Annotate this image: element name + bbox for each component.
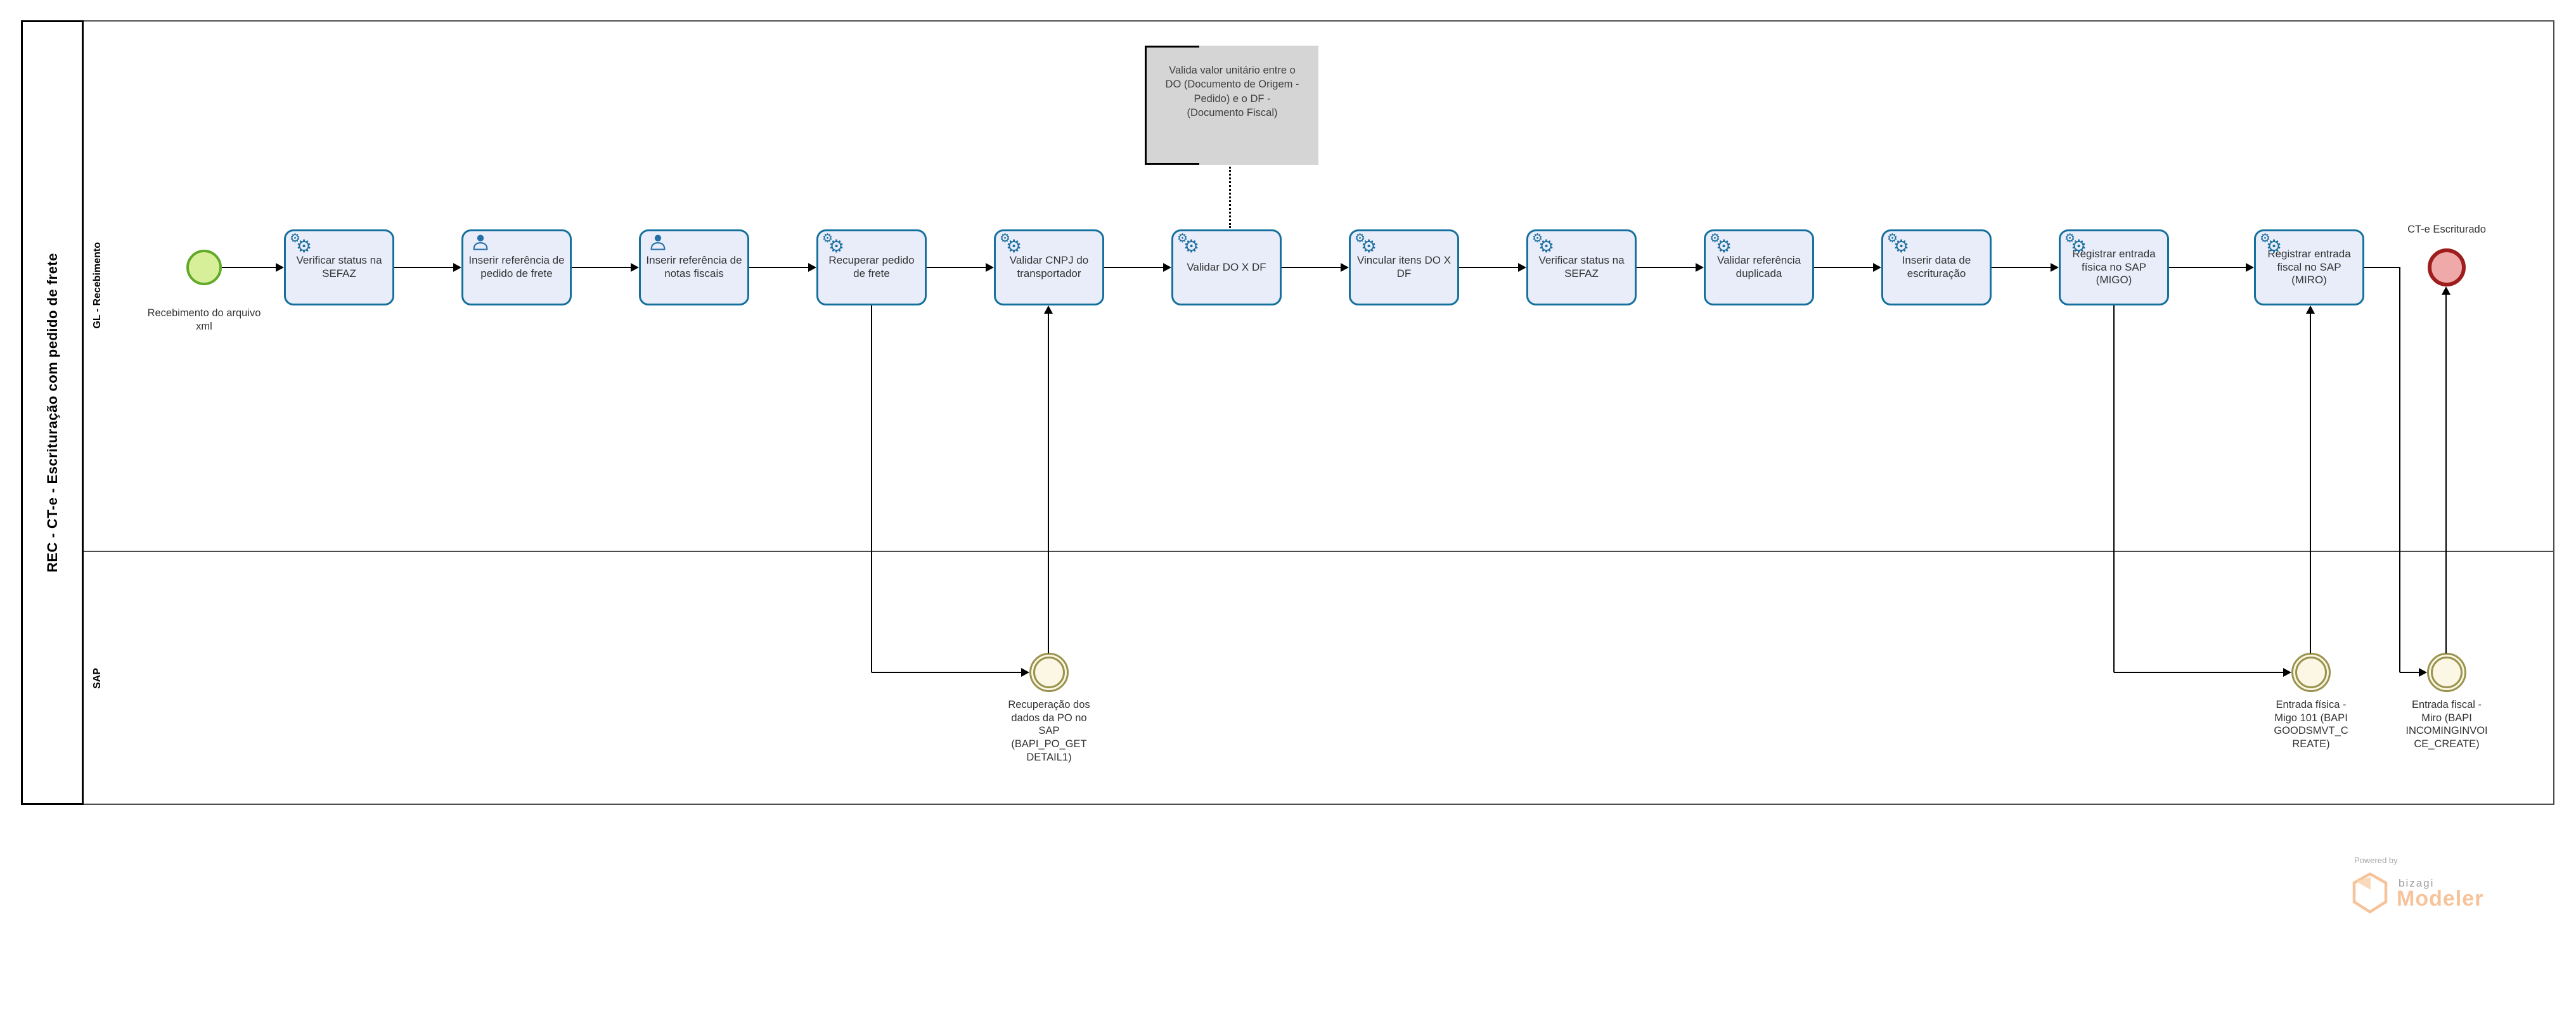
arrowhead-icon bbox=[2246, 263, 2254, 272]
arrowhead-icon bbox=[631, 263, 639, 272]
intermediate-event-label: Entrada fiscal - Miro (BAPI INCOMINGINVO… bbox=[2405, 699, 2488, 750]
sequence-flow bbox=[872, 672, 1021, 673]
sequence-flow bbox=[1459, 267, 1518, 268]
arrowhead-icon bbox=[986, 263, 994, 272]
association-dotted-line bbox=[1229, 167, 1231, 228]
powered-by-label: Powered by bbox=[2354, 856, 2398, 865]
task-validar-referencia-duplicada[interactable]: ⚙⚙ Validar referência duplicada bbox=[1704, 229, 1814, 305]
arrowhead-icon bbox=[1341, 263, 1349, 272]
sequence-flow bbox=[1282, 267, 1341, 268]
sequence-flow bbox=[2310, 314, 2311, 653]
end-event-label: CT-e Escriturado bbox=[2407, 224, 2486, 235]
intermediate-event-label: Entrada física - Migo 101 (BAPI GOODSMVT… bbox=[2274, 699, 2348, 750]
task-label: Inserir data de escrituração bbox=[1902, 254, 1971, 279]
task-label: Inserir referência de notas fiscais bbox=[646, 254, 742, 279]
service-task-gears-icon: ⚙⚙ bbox=[1177, 231, 1200, 257]
arrowhead-icon bbox=[1518, 263, 1526, 272]
lane-sap: SAP bbox=[85, 552, 110, 805]
intermediate-event-entrada-fisica-migo[interactable] bbox=[2291, 653, 2331, 692]
task-registrar-entrada-fisica-migo[interactable]: ⚙⚙ Registrar entrada física no SAP (MIGO… bbox=[2059, 229, 2169, 305]
sequence-flow bbox=[2113, 305, 2115, 672]
task-verificar-status-na-sefaz-1[interactable]: ⚙⚙ Verificar status na SEFAZ bbox=[284, 229, 394, 305]
arrowhead-icon bbox=[808, 263, 816, 272]
double-circle-inner bbox=[1033, 657, 1065, 688]
sequence-flow bbox=[572, 267, 631, 268]
task-label: Registrar entrada fiscal no SAP (MIRO) bbox=[2267, 247, 2351, 286]
arrowhead-icon bbox=[1696, 263, 1704, 272]
task-inserir-referencia-pedido-frete[interactable]: Inserir referência de pedido de frete bbox=[461, 229, 572, 305]
arrowhead-icon bbox=[453, 263, 461, 272]
task-inserir-data-de-escrituracao[interactable]: ⚙⚙ Inserir data de escrituração bbox=[1881, 229, 1992, 305]
task-inserir-referencia-notas-fiscais[interactable]: Inserir referência de notas fiscais bbox=[639, 229, 749, 305]
bizagi-hexagon-icon bbox=[2352, 872, 2388, 917]
double-circle-inner bbox=[2295, 657, 2327, 688]
arrowhead-icon bbox=[2419, 668, 2427, 677]
task-label: Validar CNPJ do transportador bbox=[1009, 254, 1089, 279]
sequence-flow bbox=[2169, 267, 2246, 268]
sequence-flow bbox=[222, 267, 276, 268]
sequence-flow bbox=[871, 305, 872, 672]
sequence-flow bbox=[394, 267, 453, 268]
lane-label: SAP bbox=[92, 668, 103, 689]
intermediate-event-recuperacao-po[interactable] bbox=[1029, 653, 1069, 692]
arrowhead-icon bbox=[276, 263, 284, 272]
sequence-flow bbox=[749, 267, 808, 268]
double-circle-inner bbox=[2431, 657, 2463, 688]
sequence-flow bbox=[1814, 267, 1873, 268]
task-label: Validar DO X DF bbox=[1187, 260, 1266, 273]
intermediate-event-label: Recuperação dos dados da PO no SAP (BAPI… bbox=[1008, 699, 1090, 763]
bizagi-brand-label: bizagi bbox=[2399, 877, 2435, 889]
sequence-flow bbox=[1048, 314, 1049, 653]
task-label: Verificar status na SEFAZ bbox=[1538, 254, 1625, 279]
sequence-flow bbox=[1104, 267, 1163, 268]
arrowhead-icon bbox=[2051, 263, 2059, 272]
task-label: Validar referência duplicada bbox=[1717, 254, 1801, 279]
task-verificar-status-na-sefaz-2[interactable]: ⚙⚙ Verificar status na SEFAZ bbox=[1526, 229, 1637, 305]
pool-title: REC - CT-e - Escrituração com pedido de … bbox=[44, 252, 60, 573]
task-vincular-itens-do-x-df[interactable]: ⚙⚙ Vincular itens DO X DF bbox=[1349, 229, 1459, 305]
annotation-text: Valida valor unitário entre o DO (Docume… bbox=[1165, 65, 1299, 119]
arrowhead-icon bbox=[1021, 668, 1029, 677]
arrowhead-icon bbox=[2442, 286, 2450, 295]
task-label: Recuperar pedido de frete bbox=[828, 254, 915, 279]
task-registrar-entrada-fiscal-miro[interactable]: ⚙⚙ Registrar entrada fiscal no SAP (MIRO… bbox=[2254, 229, 2364, 305]
arrowhead-icon bbox=[1163, 263, 1171, 272]
task-validar-do-x-df[interactable]: ⚙⚙ Validar DO X DF bbox=[1171, 229, 1282, 305]
arrowhead-icon bbox=[1044, 305, 1053, 314]
modeler-product-label: Modeler bbox=[2397, 887, 2484, 911]
task-recuperar-pedido-de-frete[interactable]: ⚙⚙ Recuperar pedido de frete bbox=[816, 229, 927, 305]
start-event-label: Recebimento do arquivo xml bbox=[147, 307, 261, 332]
lane-label: GL - Recebimento bbox=[92, 242, 103, 329]
annotation-bracket bbox=[1145, 46, 1199, 165]
lane-divider bbox=[84, 551, 2554, 552]
sequence-flow bbox=[2400, 672, 2419, 673]
task-label: Vincular itens DO X DF bbox=[1356, 254, 1452, 279]
task-label: Verificar status na SEFAZ bbox=[296, 254, 382, 279]
start-event[interactable] bbox=[186, 250, 222, 285]
sequence-flow bbox=[1637, 267, 1696, 268]
pool-title-strip: REC - CT-e - Escrituração com pedido de … bbox=[21, 20, 84, 805]
task-label: Inserir referência de pedido de frete bbox=[468, 254, 565, 279]
lane-gl-recebimento: GL - Recebimento bbox=[85, 20, 110, 551]
end-event[interactable] bbox=[2428, 248, 2466, 286]
arrowhead-icon bbox=[2283, 668, 2291, 677]
intermediate-event-entrada-fiscal-miro[interactable] bbox=[2427, 653, 2466, 692]
arrowhead-icon bbox=[1873, 263, 1881, 272]
sequence-flow bbox=[1992, 267, 2051, 268]
sequence-flow bbox=[2399, 267, 2400, 672]
text-annotation[interactable] bbox=[1145, 46, 1318, 165]
task-validar-cnpj-transportador[interactable]: ⚙⚙ Validar CNPJ do transportador bbox=[994, 229, 1104, 305]
sequence-flow bbox=[2114, 672, 2283, 673]
sequence-flow bbox=[927, 267, 986, 268]
sequence-flow bbox=[2445, 295, 2447, 653]
task-label: Registrar entrada física no SAP (MIGO) bbox=[2072, 247, 2156, 286]
sequence-flow bbox=[2364, 267, 2400, 268]
arrowhead-icon bbox=[2306, 305, 2315, 314]
